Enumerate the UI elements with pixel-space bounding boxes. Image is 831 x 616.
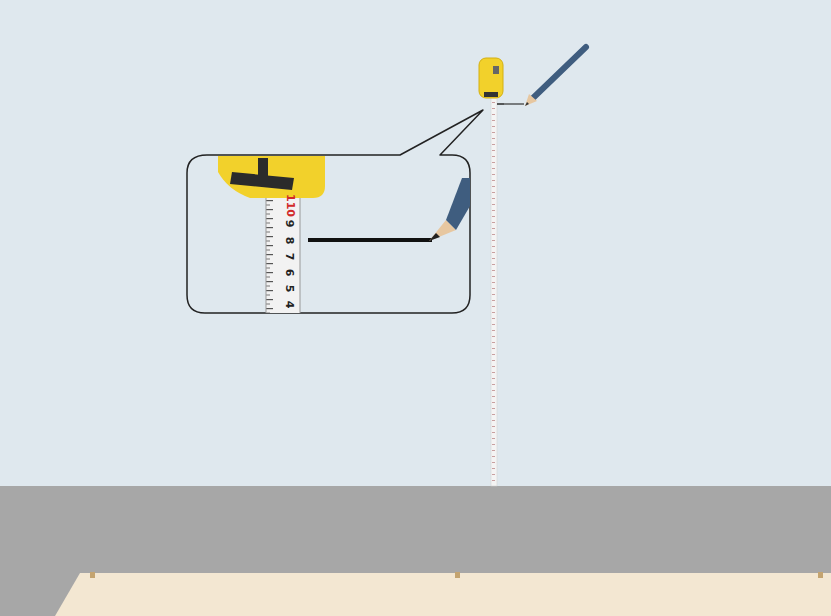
tape-number: 6 bbox=[284, 268, 295, 276]
zoomed-housing bbox=[218, 156, 325, 198]
tape-number: 8 bbox=[284, 236, 295, 244]
board-tab bbox=[90, 572, 95, 578]
tape-hook bbox=[484, 92, 498, 97]
tape-housing bbox=[479, 58, 503, 98]
floor bbox=[0, 486, 831, 616]
board bbox=[55, 573, 831, 616]
tape-number: 110 bbox=[284, 194, 295, 217]
zoomed-mark bbox=[308, 238, 432, 242]
tape-number: 4 bbox=[284, 300, 295, 308]
tape-strip bbox=[491, 94, 497, 486]
pencil-tip bbox=[525, 94, 537, 106]
pencil bbox=[533, 47, 586, 98]
tape-number: 5 bbox=[284, 284, 295, 292]
pencil-mark bbox=[497, 103, 524, 104]
wall bbox=[0, 0, 831, 486]
tape-lock bbox=[493, 66, 499, 74]
callout-bubble bbox=[187, 110, 483, 313]
tape-number: 7 bbox=[284, 252, 295, 260]
board-tab bbox=[455, 572, 460, 578]
zoomed-pencil bbox=[446, 178, 470, 230]
tape-number: 9 bbox=[284, 219, 295, 227]
board-tab bbox=[818, 572, 823, 578]
